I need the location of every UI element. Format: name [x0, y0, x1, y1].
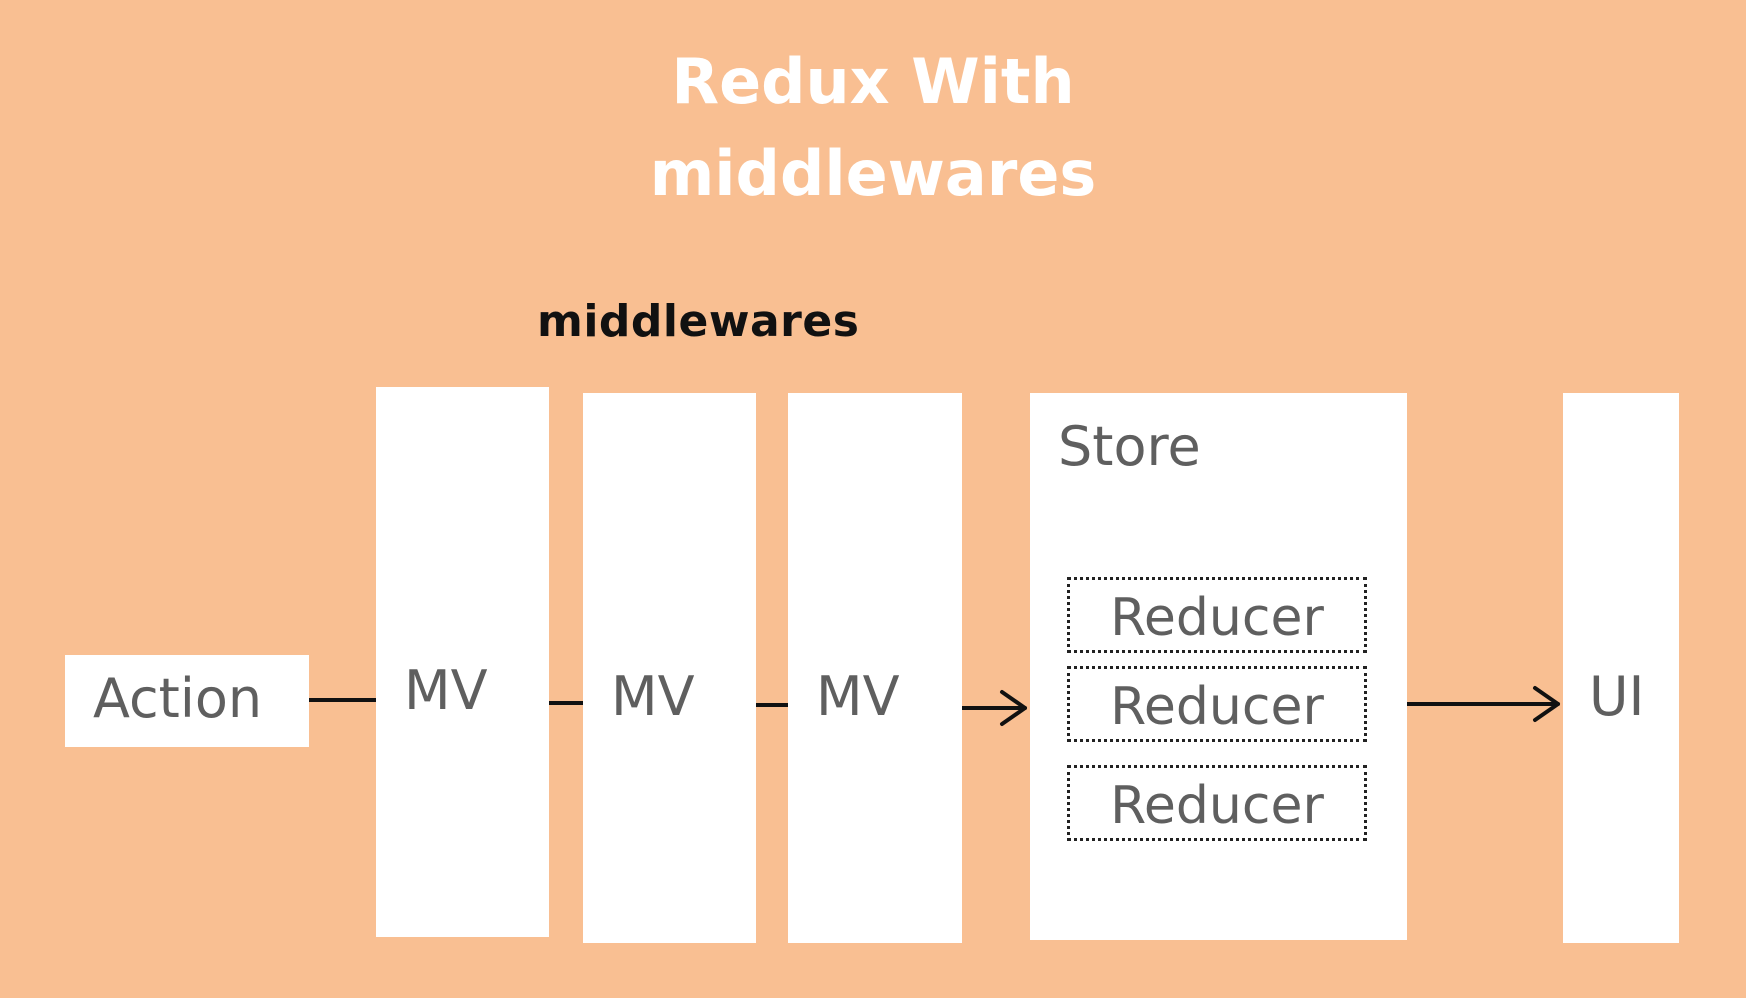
title-line-2: middlewares: [649, 137, 1097, 210]
reducer-box-3: Reducer: [1067, 765, 1367, 841]
middleware-box-2: MV: [583, 393, 756, 943]
action-label: Action: [93, 667, 263, 730]
ui-box: UI: [1563, 393, 1679, 943]
middlewares-label: middlewares: [537, 296, 860, 347]
store-label: Store: [1058, 415, 1201, 478]
action-box: Action: [65, 655, 309, 747]
middleware-box-1: MV: [376, 387, 549, 937]
diagram-title: Redux With middlewares: [0, 36, 1746, 220]
middleware-box-3: MV: [788, 393, 962, 943]
arrowhead-mv3-store: [1000, 690, 1027, 726]
mv-label-2: MV: [611, 665, 695, 728]
reducer-box-1: Reducer: [1067, 577, 1367, 653]
ui-label: UI: [1589, 665, 1645, 728]
mv-label-1: MV: [404, 659, 488, 722]
reducer-box-2: Reducer: [1067, 666, 1367, 742]
title-line-1: Redux With: [671, 45, 1075, 118]
mv-label-3: MV: [816, 665, 900, 728]
arrowhead-store-ui: [1533, 686, 1560, 722]
